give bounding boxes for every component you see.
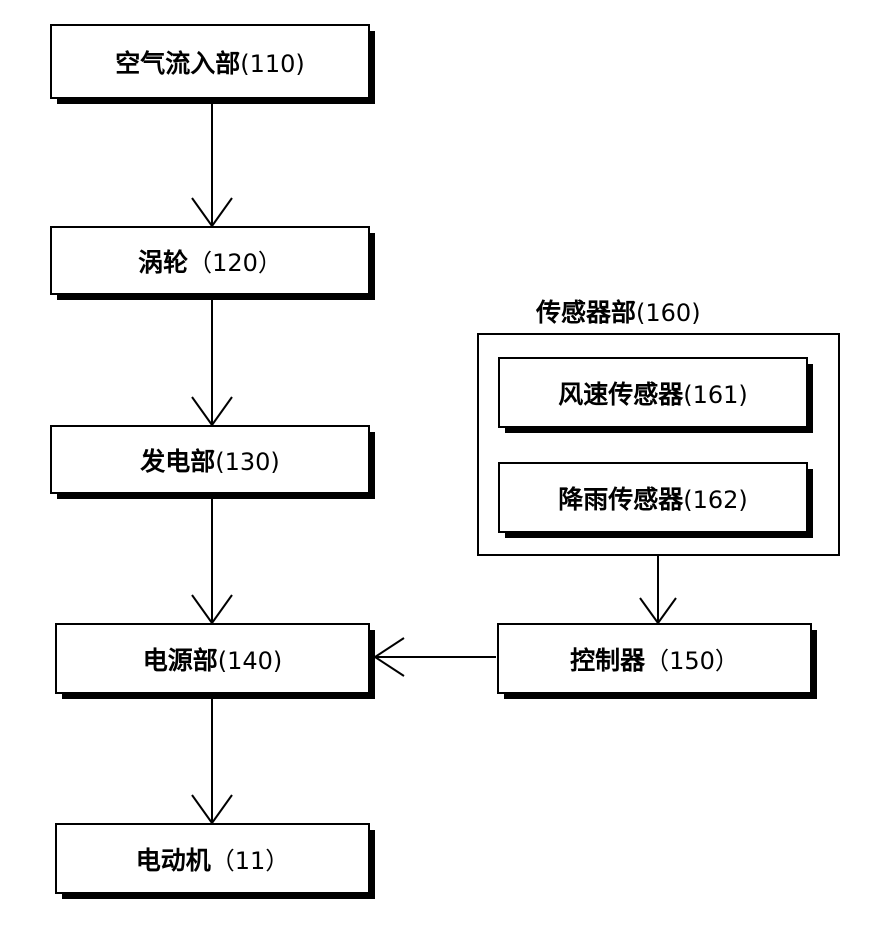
node-wind-sensor[interactable]: 风速传感器(161)	[498, 357, 808, 428]
node-air-inlet[interactable]: 空气流入部(110)	[50, 24, 370, 99]
node-sensor-unit-title: 传感器部(160)	[536, 298, 701, 327]
node-power-supply-label: 电源部(140)	[142, 645, 283, 675]
arrow-turbine-to-generator	[191, 295, 233, 427]
node-wind-sensor-label: 风速传感器(161)	[558, 379, 748, 409]
node-air-inlet-label: 空气流入部(110)	[115, 48, 305, 78]
node-power-generator[interactable]: 发电部(130)	[50, 425, 370, 494]
arrow-generator-to-power-supply	[191, 494, 233, 625]
arrow-sensor-unit-to-controller	[639, 556, 677, 625]
node-turbine-label: 涡轮（120）	[138, 247, 282, 277]
arrow-controller-to-power-supply	[373, 637, 496, 677]
node-power-supply[interactable]: 电源部(140)	[55, 623, 370, 694]
node-turbine[interactable]: 涡轮（120）	[50, 226, 370, 295]
node-motor[interactable]: 电动机（11）	[55, 823, 370, 894]
node-power-generator-label: 发电部(130)	[140, 446, 280, 476]
arrow-air-inlet-to-turbine	[191, 99, 233, 228]
node-sensor-unit[interactable]: 风速传感器(161) 降雨传感器(162)	[477, 333, 840, 556]
node-motor-label: 电动机（11）	[135, 845, 290, 875]
node-rain-sensor[interactable]: 降雨传感器(162)	[498, 462, 808, 533]
node-controller-label: 控制器（150）	[570, 645, 739, 675]
node-rain-sensor-label: 降雨传感器(162)	[558, 484, 748, 514]
node-controller[interactable]: 控制器（150）	[497, 623, 812, 694]
arrow-power-supply-to-motor	[191, 694, 233, 825]
